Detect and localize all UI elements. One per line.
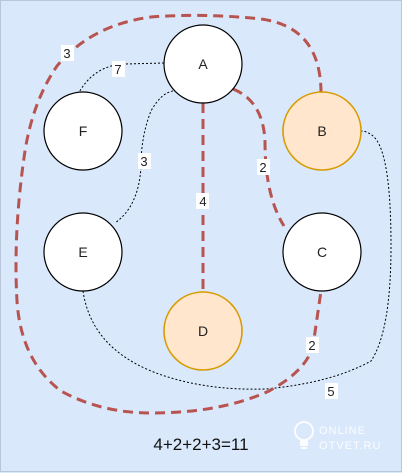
edge-a-e-label-bg xyxy=(138,153,151,169)
node-f-label: F xyxy=(79,123,88,139)
node-b[interactable] xyxy=(282,91,362,171)
formula-text: 4+2+2+3=11 xyxy=(153,435,248,454)
watermark-line1: ONLINE xyxy=(319,425,366,437)
node-c[interactable] xyxy=(282,212,362,292)
lightbulb-icon xyxy=(294,421,314,449)
node-e[interactable] xyxy=(43,212,123,292)
route-top-label: 3 xyxy=(63,46,70,61)
route-top-label-bg xyxy=(61,45,74,61)
edge-a-c-label: 2 xyxy=(259,160,266,175)
edge-e-b-label: 5 xyxy=(327,384,334,399)
edge-a-d-label-bg xyxy=(196,193,209,209)
edge-a-f xyxy=(76,62,165,97)
node-d-label: D xyxy=(198,323,208,339)
edge-a-e-label: 3 xyxy=(140,154,147,169)
route-a-c xyxy=(232,87,286,227)
watermark: ONLINE OTVET.RU xyxy=(294,421,381,452)
watermark-line2: OTVET.RU xyxy=(319,440,381,452)
route-c-label-bg xyxy=(306,337,319,353)
route-top-loop xyxy=(14,13,323,415)
node-e-label: E xyxy=(78,244,87,260)
edge-a-c-label-bg xyxy=(257,159,270,175)
edge-e-b xyxy=(82,130,392,390)
edge-a-f-label-bg xyxy=(112,61,125,77)
edge-a-e xyxy=(114,90,174,224)
node-a[interactable] xyxy=(163,24,243,104)
route-c-label: 2 xyxy=(308,338,315,353)
edge-a-d-label: 4 xyxy=(199,194,206,209)
edge-e-b-label-bg xyxy=(325,383,338,399)
node-a-label: A xyxy=(198,56,208,72)
node-b-label: B xyxy=(317,123,326,139)
node-f[interactable] xyxy=(43,91,123,171)
node-d[interactable] xyxy=(163,291,243,371)
edge-a-f-label: 7 xyxy=(114,62,121,77)
node-c-label: C xyxy=(317,244,327,260)
